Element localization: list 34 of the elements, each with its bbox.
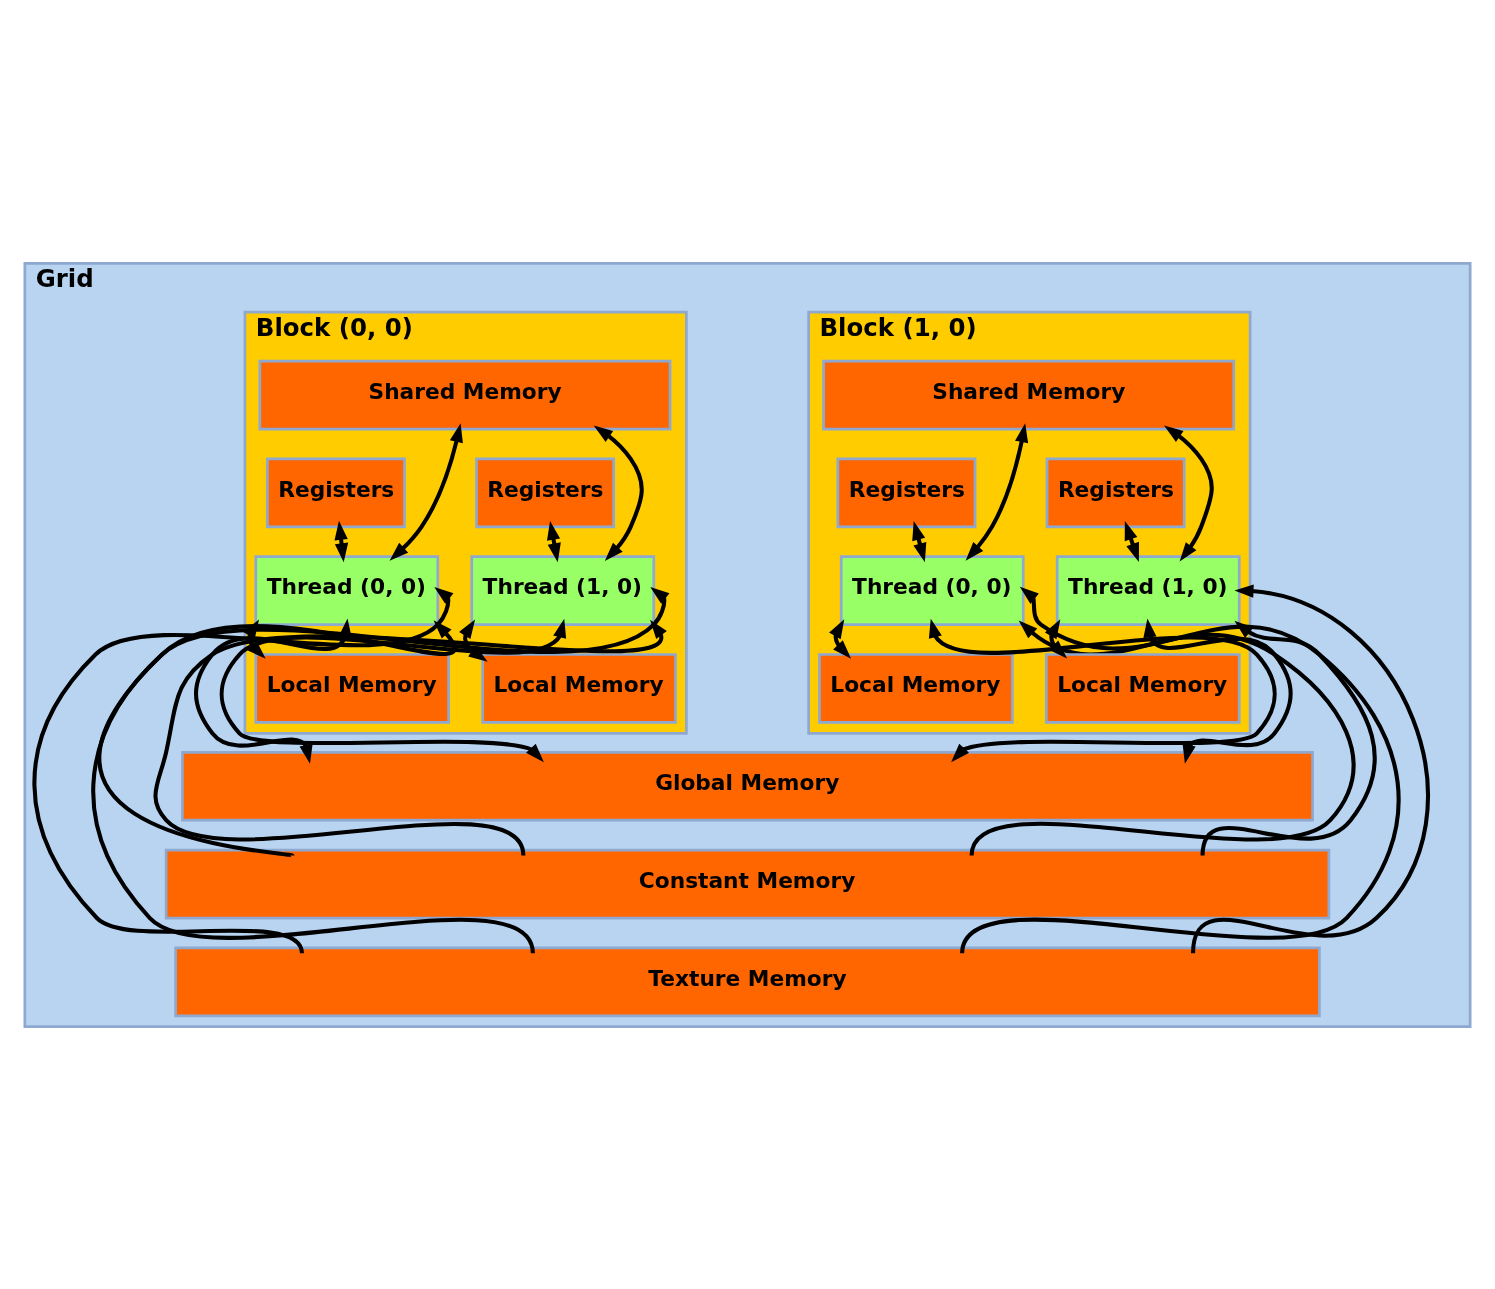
node-box: Local Memory (818, 652, 1014, 724)
arrow (1191, 583, 1430, 954)
node-box: Thread (1, 0) (1055, 554, 1241, 626)
node-box: Shared Memory (822, 359, 1236, 430)
arrow (965, 422, 1029, 561)
arrow (334, 520, 349, 562)
node-box: Registers (475, 457, 616, 528)
arrow (960, 586, 1401, 954)
arrow (1143, 618, 1293, 764)
arrow (1164, 425, 1214, 561)
arrow (593, 425, 644, 561)
arrow (1044, 618, 1068, 659)
arrow (969, 619, 1356, 856)
node-box: Thread (0, 0) (839, 554, 1025, 626)
arrow (928, 618, 1277, 762)
node-box: Local Memory (254, 652, 451, 724)
node-box: Registers (836, 457, 977, 528)
node-box: Local Memory (481, 652, 677, 724)
arrow (912, 520, 927, 562)
node-box: Texture Memory (174, 946, 1321, 1017)
node-box: Global Memory (181, 750, 1314, 822)
node-box: Thread (0, 0) (254, 554, 440, 626)
node-box: Registers (1045, 457, 1186, 528)
arrow (32, 586, 454, 954)
node-box: Local Memory (1045, 652, 1241, 724)
node-box: Thread (1, 0) (470, 554, 656, 626)
node-box: Constant Memory (164, 848, 1331, 919)
arrow (1200, 620, 1377, 856)
node-box: Shared Memory (258, 359, 672, 430)
arrow (91, 586, 670, 954)
node-box: Registers (265, 457, 406, 528)
arrow (546, 520, 561, 562)
arrow (829, 618, 852, 659)
arrow (389, 422, 463, 561)
